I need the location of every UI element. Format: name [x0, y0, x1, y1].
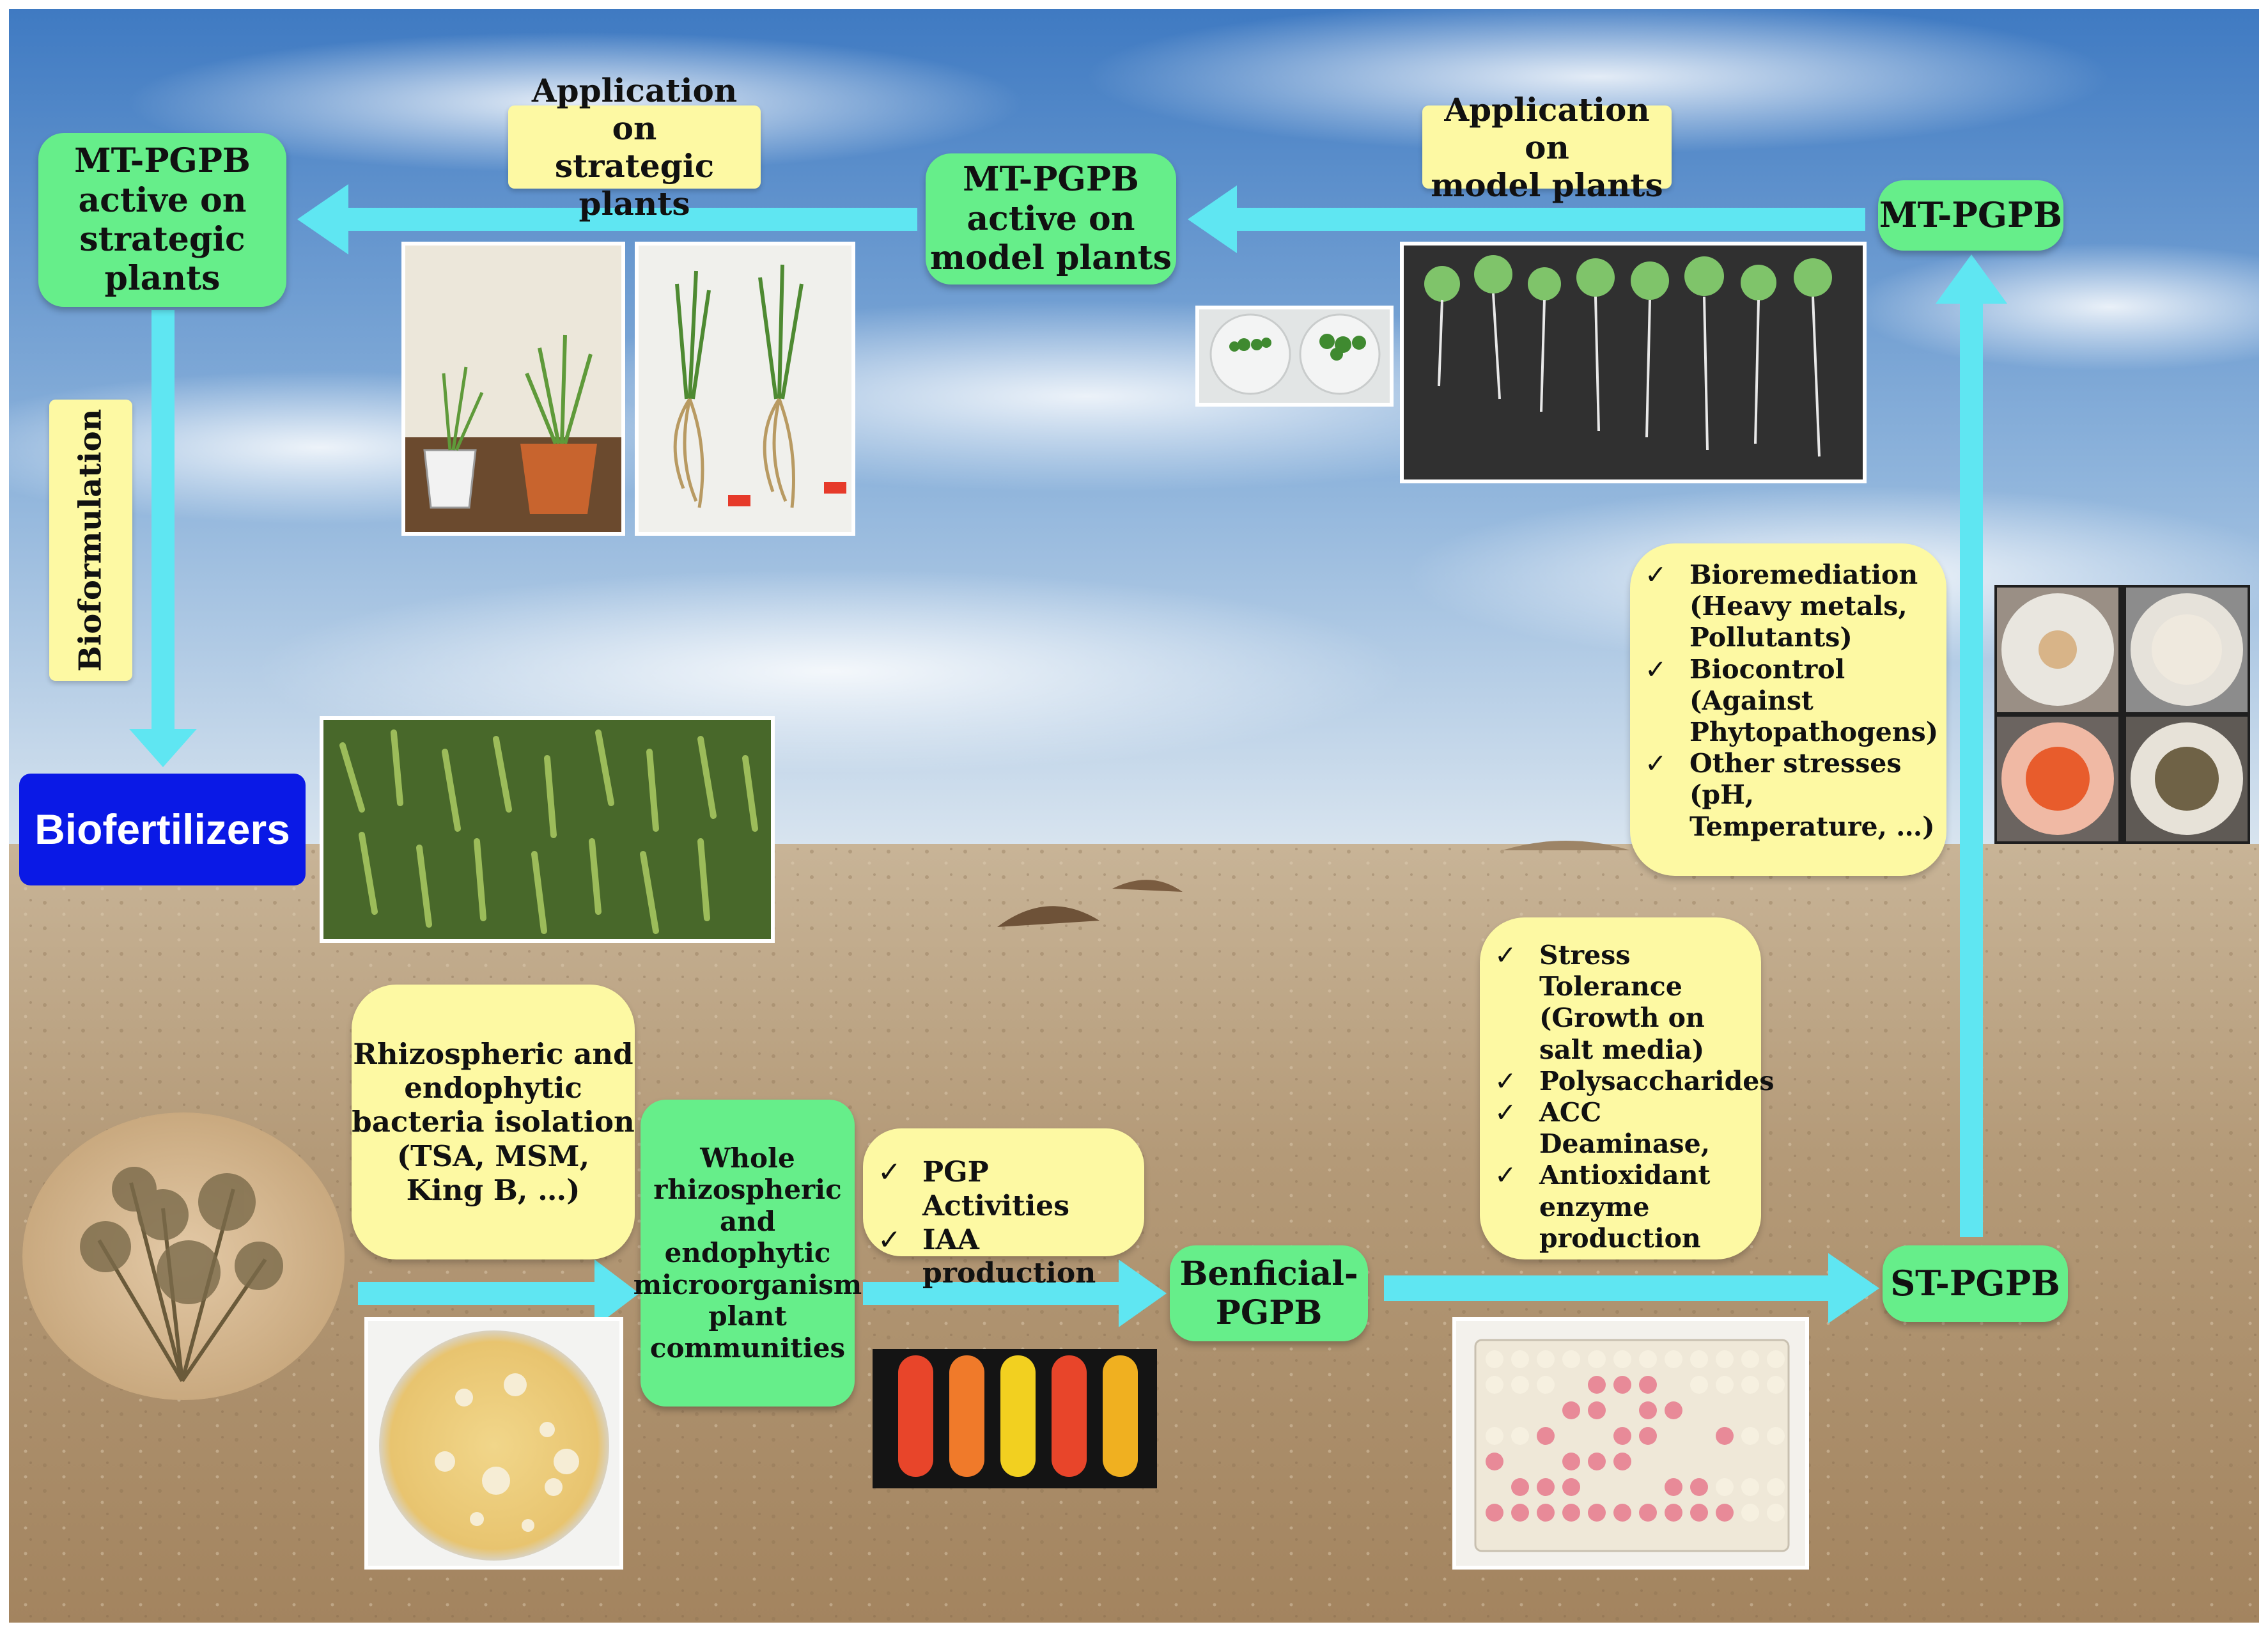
list-item: ACC Deaminase,	[1489, 1097, 1748, 1160]
label-line: endophytic	[404, 1071, 582, 1105]
node-mt-pgpb: MT-PGPB	[1878, 180, 2063, 251]
list-item: Polysaccharides	[1489, 1066, 1774, 1097]
label-line: Application on	[531, 72, 738, 147]
bacterial-colonies-plate-photo	[364, 1317, 623, 1570]
list-item: PGP Activities	[873, 1156, 1141, 1224]
node-line: MT-PGPB	[74, 141, 251, 181]
node-line: communities	[649, 1332, 846, 1364]
node-line: endophytic	[664, 1237, 831, 1269]
list-item: Biocontrol (Against Phytopathogens)	[1640, 654, 1938, 749]
arrow-to-st	[1384, 1253, 1879, 1323]
potted-wheat-photo	[401, 242, 625, 536]
desert-shrub-photo	[22, 1112, 345, 1400]
label-line: bacteria isolation	[352, 1105, 635, 1139]
label-application-model: Application on model plants	[1422, 91, 1672, 204]
iaa-test-tubes-photo	[873, 1349, 1157, 1488]
label-line: strategic plants	[554, 147, 715, 222]
uprooted-wheat-photo	[635, 242, 855, 536]
arrow-to-strategic	[297, 184, 917, 254]
node-label: ST-PGPB	[1890, 1263, 2060, 1304]
arrow-to-model	[1188, 185, 1865, 253]
node-line: plant	[708, 1300, 787, 1332]
node-biofertilizers: Biofertilizers	[19, 774, 306, 885]
list-stress-items: Stress Tolerance (Growth on salt media) …	[1489, 940, 1774, 1254]
label-line: Rhizospheric and	[353, 1037, 633, 1072]
list-item: IAA production	[873, 1224, 1141, 1291]
node-line: PGPB	[1215, 1293, 1323, 1332]
list-item: Other stresses (pH, Temperature, …)	[1640, 748, 1937, 843]
node-line: rhizospheric	[653, 1174, 842, 1206]
microplate-assay-photo	[1452, 1317, 1809, 1570]
label-line: model plants	[1431, 166, 1663, 204]
node-line: model plants	[930, 238, 1172, 278]
node-line: plants	[104, 259, 221, 299]
node-line: microorganism	[633, 1268, 862, 1300]
list-item: Stress Tolerance (Growth on salt media)	[1489, 940, 1748, 1066]
arrow-bioformulation	[129, 310, 197, 767]
arrow-st-to-mt	[1936, 254, 2007, 1237]
node-beneficial-pgpb: Benficial- PGPB	[1170, 1245, 1368, 1341]
label-text: Bioformulation	[73, 409, 109, 672]
node-line: and	[719, 1205, 776, 1237]
arrow-to-beneficial	[863, 1259, 1167, 1327]
label-bioformulation: Bioformulation	[49, 400, 132, 681]
wheat-field-photo	[320, 716, 775, 943]
node-line: strategic	[79, 220, 245, 259]
node-label: Biofertilizers	[35, 805, 290, 853]
node-mt-pgpb-model: MT-PGPB active on model plants	[926, 153, 1176, 284]
list-bio-items: Bioremediation (Heavy metals, Pollutants…	[1640, 559, 1938, 843]
node-line: active on	[967, 199, 1135, 238]
arabidopsis-seedlings-photo	[1400, 242, 1867, 483]
node-st-pgpb: ST-PGPB	[1883, 1245, 2068, 1322]
label-line: King B, …)	[406, 1173, 580, 1207]
label-line: (TSA, MSM,	[396, 1139, 590, 1173]
node-label: MT-PGPB	[1879, 194, 2063, 236]
node-line: Whole	[700, 1142, 795, 1174]
node-whole-communities: Whole rhizospheric and endophytic microo…	[633, 1100, 862, 1407]
label-line: Application on	[1444, 90, 1650, 166]
antagonism-plates-photo	[1994, 585, 2250, 844]
list-item: Bioremediation (Heavy metals, Pollutants…	[1640, 559, 1937, 654]
node-mt-pgpb-strategic: MT-PGPB active on strategic plants	[38, 133, 286, 307]
node-line: active on	[78, 180, 247, 220]
node-line: MT-PGPB	[963, 160, 1139, 199]
list-pgp-items: PGP Activities IAA production	[873, 1156, 1141, 1291]
label-application-strategic: Application on strategic plants	[508, 72, 761, 222]
node-line: Benficial-	[1179, 1254, 1358, 1293]
small-petri-dishes-photo	[1195, 306, 1394, 407]
arrow-to-whole	[358, 1259, 639, 1327]
label-isolation: Rhizospheric and endophytic bacteria iso…	[352, 985, 635, 1259]
list-item: Antioxidant enzyme production	[1489, 1160, 1748, 1254]
